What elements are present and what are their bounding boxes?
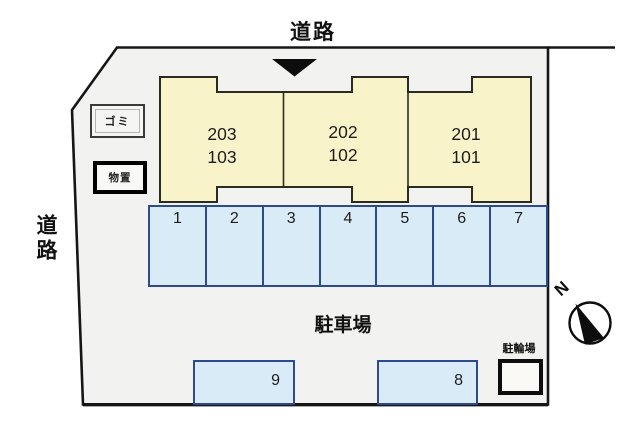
stall-number: 7 [514,210,524,227]
storage-shed-box: 物置 [93,161,147,194]
road-label-top: 道路 [290,21,336,44]
stall-number: 3 [286,210,296,227]
building-unit-202-102: 202 102 [300,121,386,167]
road-direction-arrow-icon [272,59,317,77]
unit-number-lower: 103 [207,147,237,167]
garbage-area-box: ゴミ [90,104,145,138]
building-unit-203-103: 203 103 [179,123,265,169]
parking-stall-6: 6 [432,207,489,285]
parking-stall-9: 9 [193,360,295,405]
road-label-left: 道路 [34,214,57,264]
building-unit-201-101: 201 101 [423,123,509,169]
parking-stall-4: 4 [318,207,376,285]
unit-number-upper: 201 [451,124,481,144]
stall-number: 4 [343,210,353,227]
parking-lot-label: 駐車場 [314,315,372,336]
stall-number: 5 [400,210,410,227]
bicycle-parking-label: 駐輪場 [502,343,536,355]
parking-stall-5: 5 [375,207,432,285]
parking-stall-1: 1 [150,207,205,285]
stall-number: 1 [172,210,182,227]
unit-number-upper: 203 [207,124,237,144]
bicycle-parking-box [498,359,543,395]
parking-row-stalls-1-7: 1 2 3 4 5 6 7 [148,205,548,287]
stall-number: 2 [229,210,239,227]
unit-number-lower: 101 [451,147,481,167]
building-outline [159,76,532,203]
stall-number: 6 [457,210,467,227]
compass-north-icon [568,301,612,345]
parking-stall-3: 3 [261,207,319,285]
parking-stall-2: 2 [204,207,262,285]
parking-stall-8: 8 [377,360,478,405]
unit-number-upper: 202 [328,122,358,142]
unit-number-lower: 102 [328,145,358,165]
parking-stall-7: 7 [489,207,546,285]
